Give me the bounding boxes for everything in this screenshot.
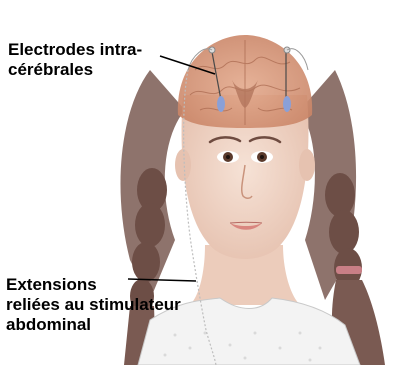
extensions-label-line-2: reliées au stimulateur (6, 295, 181, 315)
electrodes-label: Electrodes intra- cérébrales (8, 40, 142, 80)
left-ear (175, 149, 191, 181)
extensions-label-line-1: Extensions (6, 275, 181, 295)
electrodes-label-line-2: cérébrales (8, 60, 142, 80)
extensions-label: Extensions reliées au stimulateur abdomi… (6, 275, 181, 335)
extensions-label-line-3: abdominal (6, 315, 181, 335)
right-ear (299, 149, 315, 181)
electrodes-label-line-1: Electrodes intra- (8, 40, 142, 60)
